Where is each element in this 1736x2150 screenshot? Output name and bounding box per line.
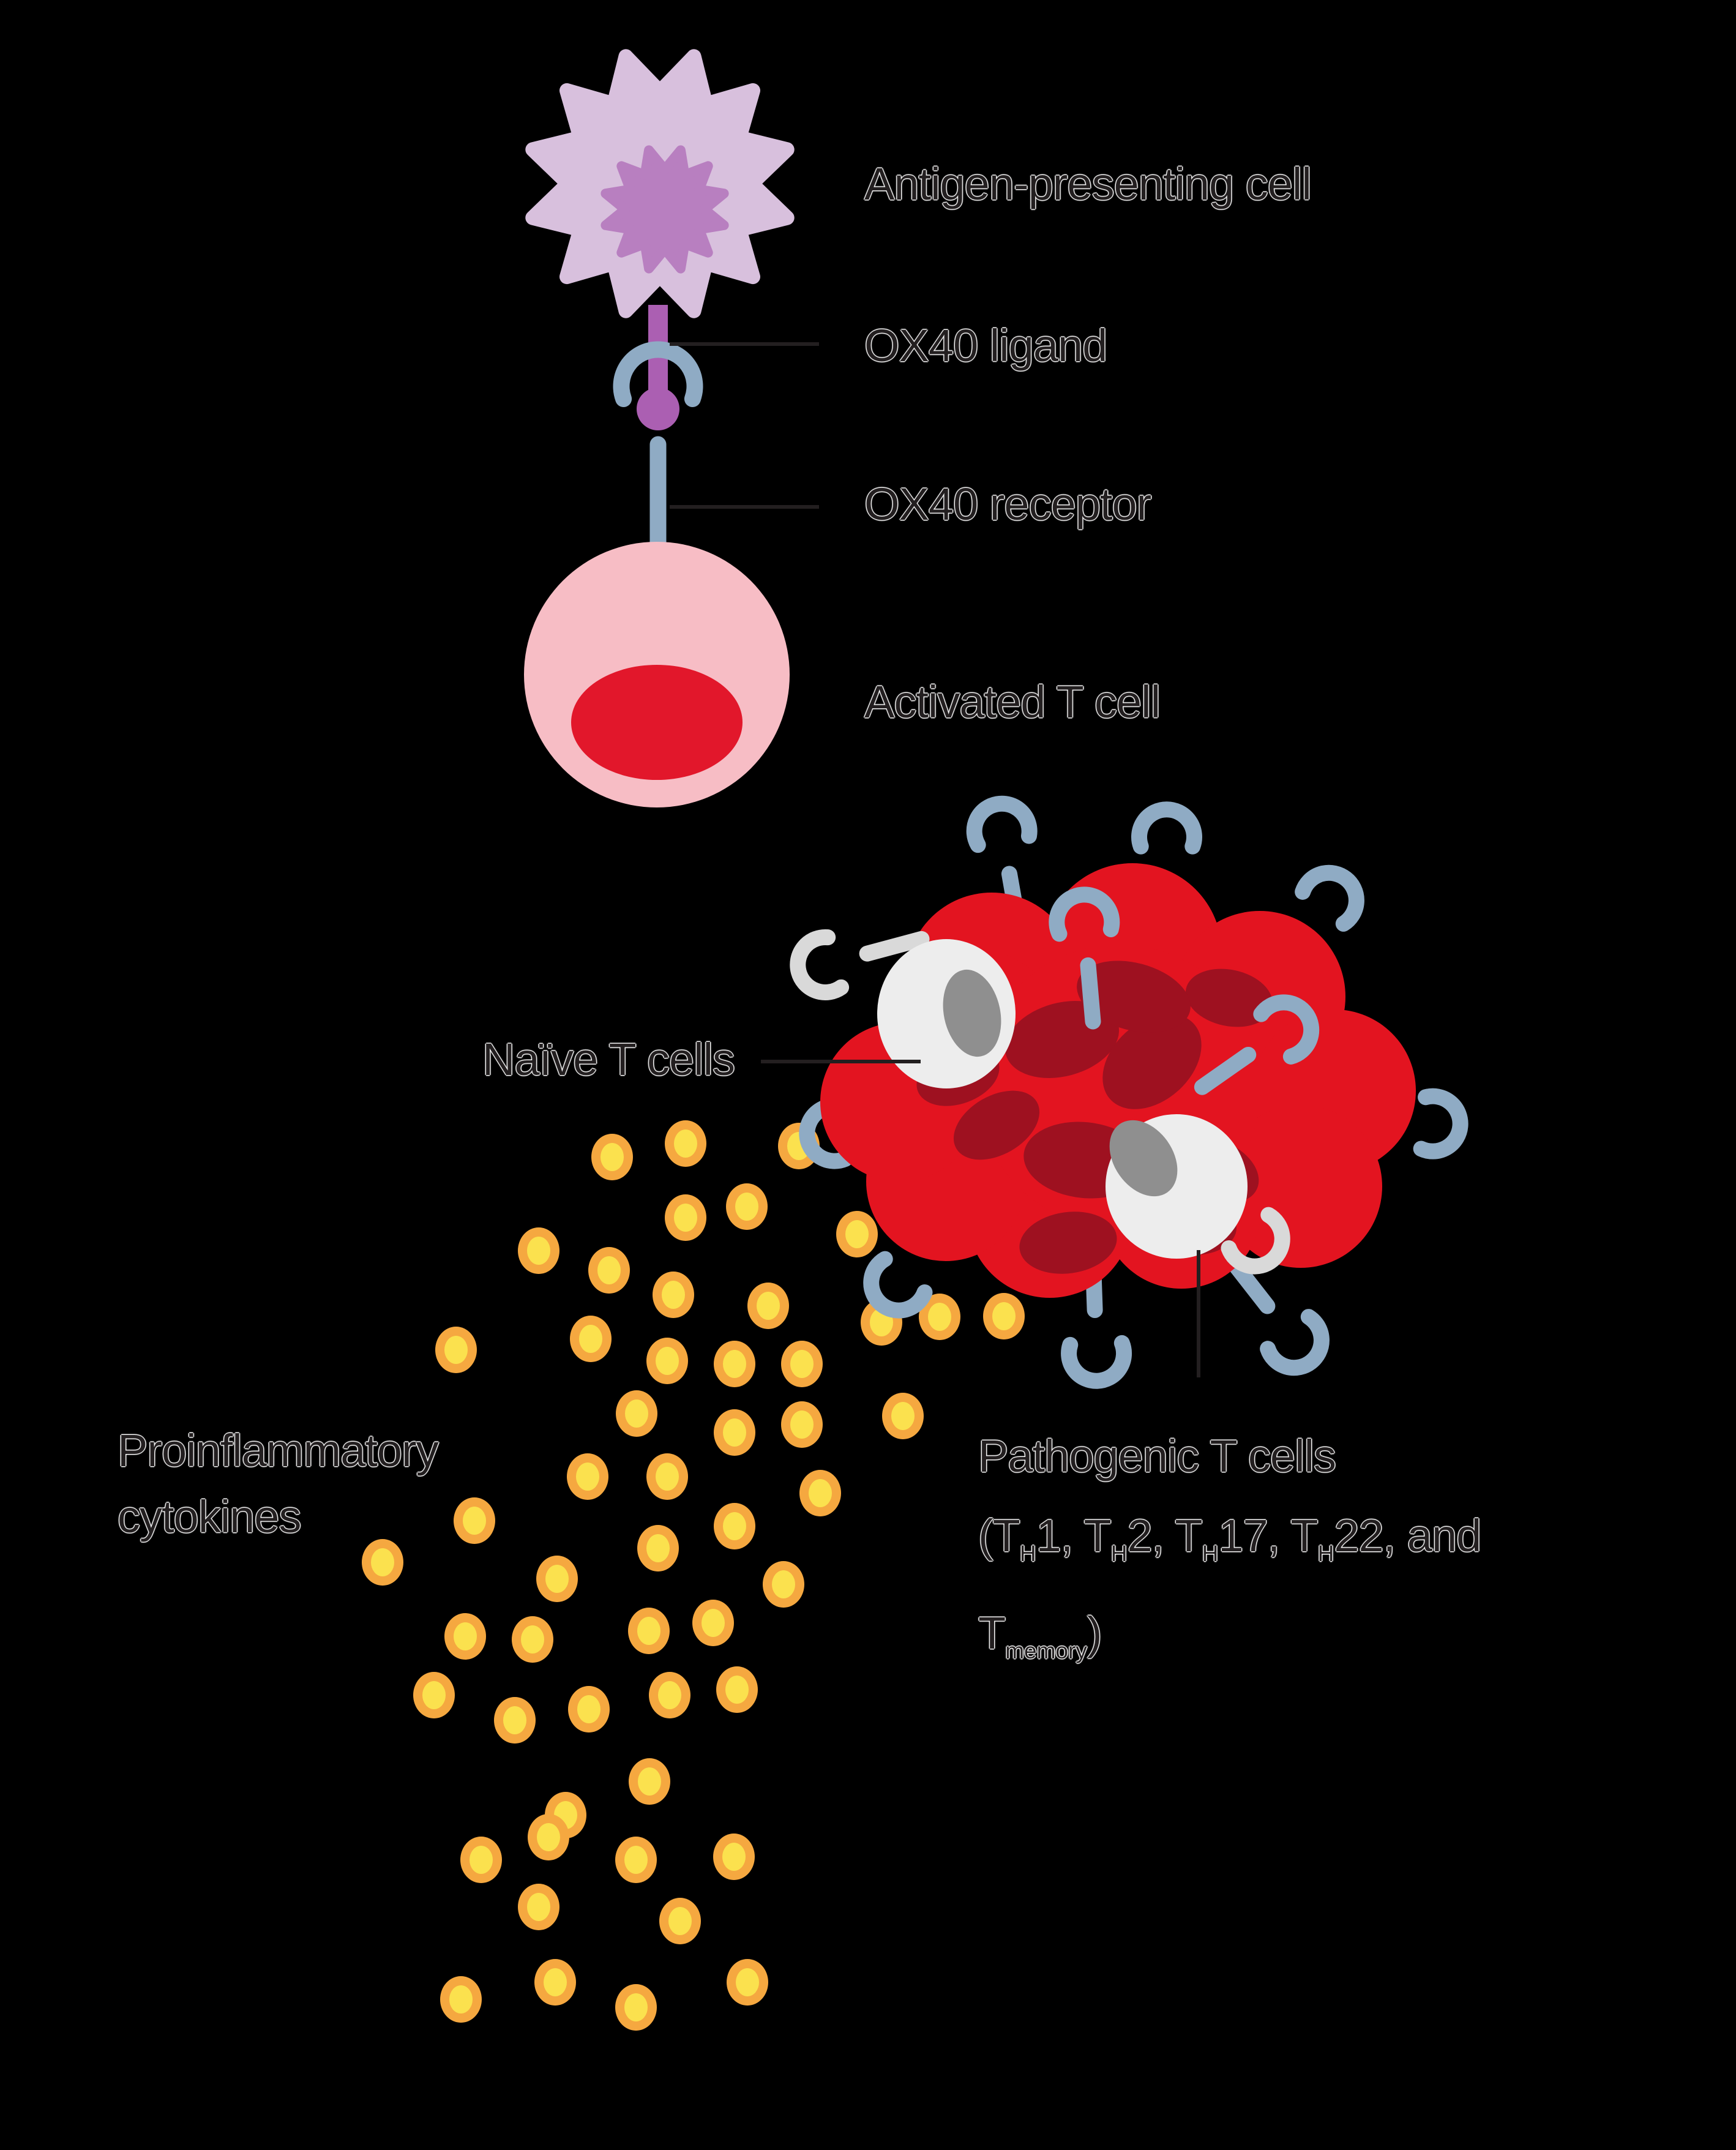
label-naive-t-cells: Naïve T cells (482, 1034, 735, 1085)
label-proinflammatory-cytokines: Proinflammatory cytokines (118, 1418, 439, 1550)
label-activated-t-cell: Activated T cell (864, 676, 1161, 727)
antigen-presenting-cell (525, 49, 795, 318)
pathogenic-cluster (791, 800, 1462, 1382)
naive-t-cell-2 (1106, 1114, 1248, 1259)
naive-t-cell-1-nucleus (943, 969, 1001, 1057)
naive-t-cell-1 (877, 939, 1016, 1088)
activated-t-cell-nucleus (571, 665, 743, 780)
label-pointer-lines (670, 342, 1200, 1377)
label-proinflammatory-line2: cytokines (118, 1491, 301, 1542)
label-pathogenic-t-cells: Pathogenic T cells (TH1, TH2, TH17, TH22… (978, 1417, 1481, 1691)
label-ox40-ligand: OX40 ligand (864, 320, 1107, 371)
apc-nucleus (600, 145, 729, 274)
label-pathogenic-line1: Pathogenic T cells (978, 1431, 1336, 1481)
label-pathogenic-line3: Tmemory) (978, 1608, 1102, 1663)
activated-t-cell (524, 542, 790, 807)
label-pathogenic-line2: (TH1, TH2, TH17, TH22, and (978, 1510, 1481, 1566)
label-ox40-receptor: OX40 receptor (864, 479, 1151, 530)
label-proinflammatory-line1: Proinflammatory (118, 1425, 439, 1476)
ox40-ligand-shape (637, 305, 679, 430)
label-antigen-presenting-cell: Antigen-presenting cell (864, 159, 1312, 209)
ox40-receptor-shape (613, 341, 703, 553)
naive-t-cell-2-nucleus (1109, 1120, 1178, 1197)
